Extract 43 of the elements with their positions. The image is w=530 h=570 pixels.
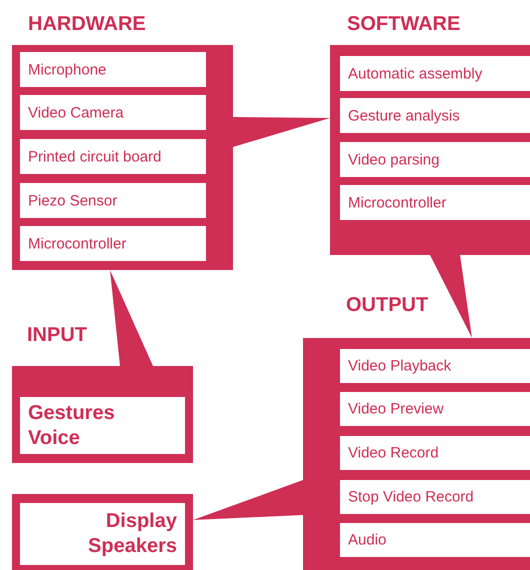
list-item-box [20, 397, 185, 454]
item-label: Display [104, 509, 177, 534]
list-item-box [340, 436, 530, 470]
item-label: Video Playback [348, 358, 452, 374]
item-label: Video parsing [348, 151, 440, 168]
item-label: Microcontroller [348, 194, 446, 211]
section-heading: HARDWARE [28, 13, 146, 36]
list-item-box [20, 226, 206, 261]
list-item-box [340, 392, 530, 426]
list-item-box [340, 480, 530, 514]
item-label: Microcontroller [28, 235, 126, 252]
item-label: Video Preview [348, 400, 444, 418]
list-item-box [340, 56, 530, 91]
callout-arrow [193, 480, 303, 520]
item-label: Stop Video Record [348, 488, 474, 506]
callout-arrow [233, 117, 330, 147]
item-label: Microphone [28, 61, 106, 78]
item-label: Gesture analysis [348, 107, 460, 124]
callout-arrow [110, 270, 153, 366]
list-item-box [340, 523, 530, 557]
section-heading: OUTPUT [346, 294, 428, 317]
item-label: Voice [28, 426, 81, 450]
list-item-box [20, 52, 206, 87]
section-panel [12, 494, 193, 570]
item-label: Automatic assembly [348, 65, 482, 82]
list-item-box [340, 98, 530, 133]
section-heading: SOFTWARE [347, 13, 460, 36]
item-label: Printed circuit board [28, 148, 162, 165]
item-label: Gestures [28, 400, 116, 426]
list-item-box [20, 503, 185, 565]
item-label: Video Record [348, 444, 439, 462]
list-item-box [20, 183, 206, 218]
item-label: Speakers [87, 534, 177, 559]
callout-arrow [430, 255, 472, 338]
list-item-box [20, 95, 206, 130]
item-label: Video Camera [28, 104, 124, 121]
list-item-box [340, 142, 530, 177]
item-label: Piezo Sensor [28, 192, 118, 209]
section-heading: INPUT [27, 324, 87, 347]
list-item-box [20, 139, 206, 174]
list-item-box [340, 349, 530, 383]
item-label: Audio [348, 532, 386, 548]
list-item-box [340, 185, 530, 220]
